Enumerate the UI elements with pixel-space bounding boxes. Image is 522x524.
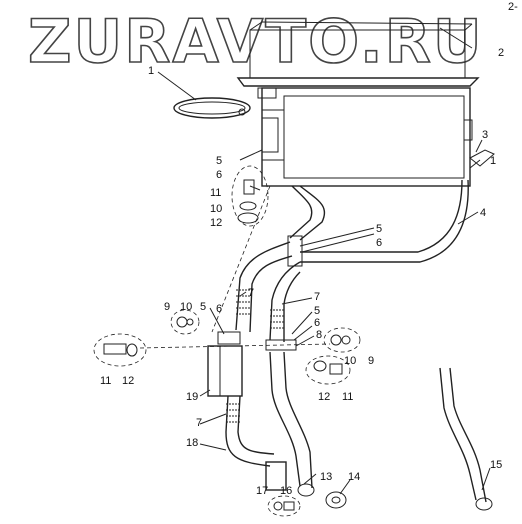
pipe-15 [439, 367, 493, 511]
callout-10-top: 10 [210, 203, 222, 215]
callout-15: 15 [490, 459, 502, 471]
mounting-frame [236, 21, 480, 87]
heater-body [257, 87, 473, 187]
callout-12-left: 12 [122, 375, 134, 387]
callout-6-left2: 6 [216, 303, 222, 315]
callout-7-low: 7 [196, 417, 202, 429]
fastener-right-1 [323, 327, 361, 353]
callout-19: 19 [186, 391, 198, 403]
leader-lines [157, 27, 491, 495]
callout-labels: 1 2 3 1 4 5 6 11 10 12 5 6 7 7 9 10 5 6 … [100, 47, 504, 497]
callout-5-left2: 5 [200, 301, 206, 313]
callout-4: 4 [480, 207, 486, 219]
callout-5-left: 5 [216, 155, 222, 167]
callout-11-left: 11 [100, 375, 111, 387]
callout-8: 8 [316, 329, 322, 341]
fastener-left-2 [93, 333, 147, 367]
callout-1-top: 1 [148, 65, 154, 77]
corrugated-hose-left [235, 241, 293, 333]
callout-14: 14 [348, 471, 360, 483]
fastener-right-2 [305, 355, 351, 385]
callout-5-right: 5 [314, 305, 320, 317]
hose-clamp [173, 97, 251, 119]
sleeve-13 [265, 461, 287, 491]
callout-17: 17 [256, 485, 268, 497]
callout-9-left: 9 [164, 301, 170, 313]
callout-13: 13 [320, 471, 332, 483]
callout-18: 18 [186, 437, 198, 449]
centre-line [139, 343, 331, 349]
callout-10-left: 10 [180, 301, 192, 313]
callout-7-right: 7 [314, 291, 320, 303]
watermark-logo: ZURAVTO.RU [28, 7, 484, 77]
callout-7-left: 7 [248, 287, 254, 299]
corner-mark: 2- [508, 1, 518, 13]
fastener-top [231, 165, 269, 227]
callout-3: 3 [482, 129, 488, 141]
callout-1-right: 1 [490, 155, 496, 167]
outlet-pipe [287, 185, 326, 267]
fastener-bottom [267, 495, 301, 517]
callout-11-right: 11 [342, 391, 353, 403]
centre-line-2 [211, 185, 271, 333]
callout-6-right: 6 [314, 317, 320, 329]
bracket [469, 149, 495, 167]
callout-2: 2 [498, 47, 504, 59]
callout-6-mid: 6 [376, 237, 382, 249]
callout-11-top: 11 [210, 187, 221, 199]
callout-12-right: 12 [318, 391, 330, 403]
callout-5-mid: 5 [376, 223, 382, 235]
pipe-13 [269, 351, 315, 497]
washer-14 [325, 491, 347, 509]
fastener-left-1 [170, 309, 200, 335]
callout-9-right: 9 [368, 355, 374, 367]
callout-16: 16 [280, 485, 292, 497]
callout-6-left: 6 [216, 169, 222, 181]
left-pipe-assembly [207, 331, 275, 467]
pipe-4 [300, 179, 469, 263]
callout-10-right: 10 [344, 355, 356, 367]
callout-12-top: 12 [210, 217, 222, 229]
